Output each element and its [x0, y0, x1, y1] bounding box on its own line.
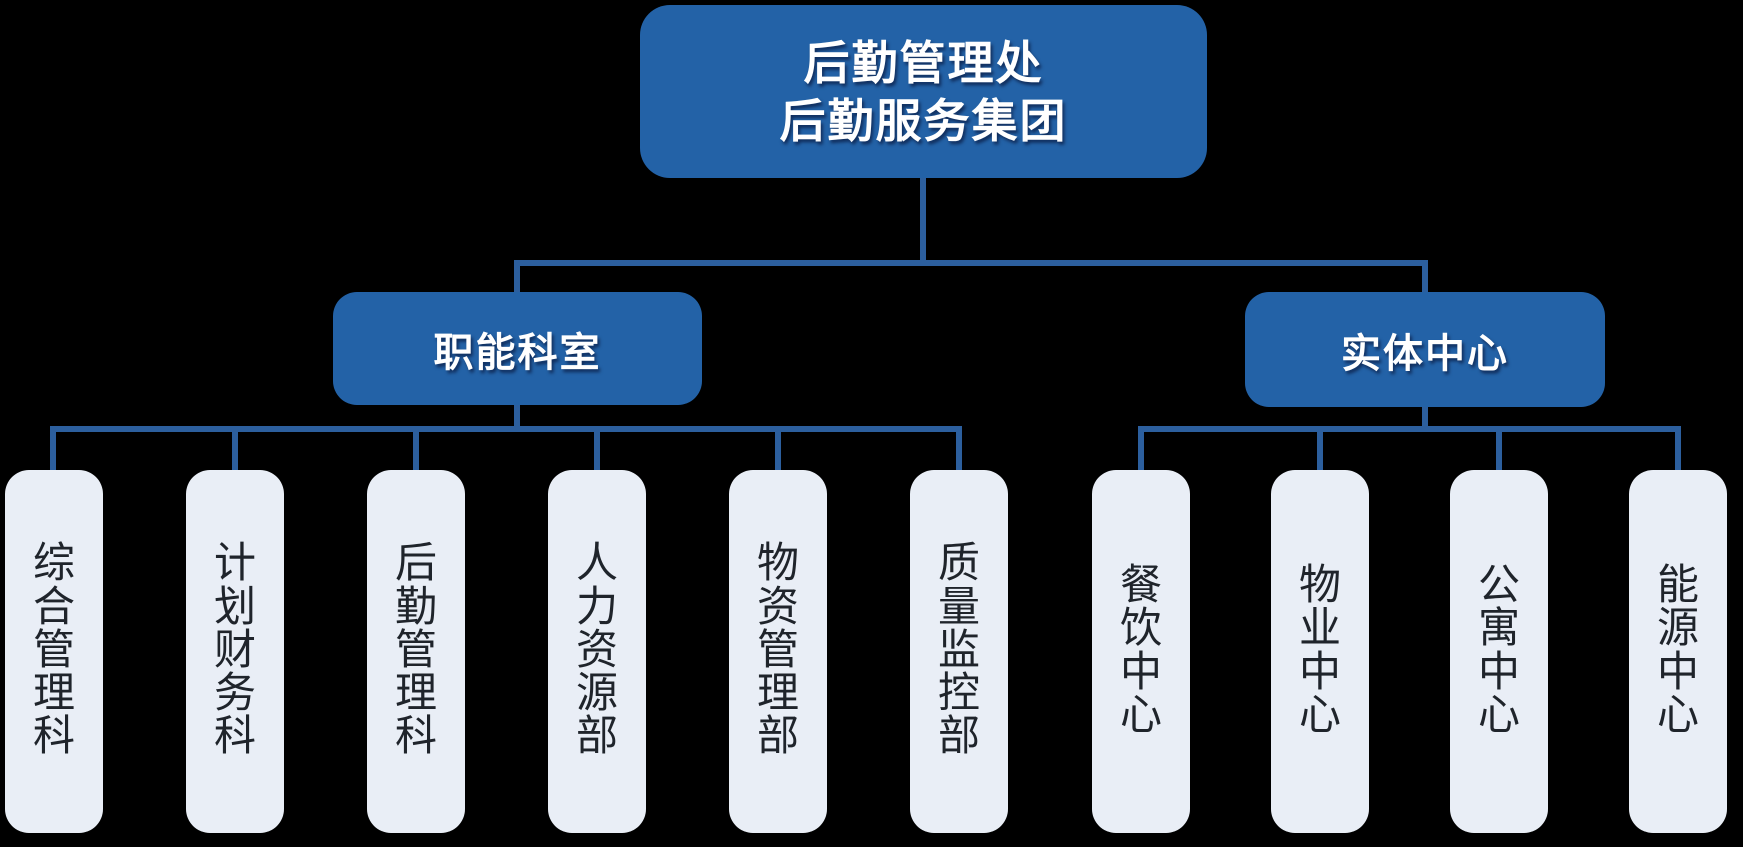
- child-node-planning-finance-office: 计划财务科: [186, 470, 284, 833]
- connector-main-horizontal: [514, 260, 1428, 266]
- child-node-energy-center: 能源中心: [1629, 470, 1727, 833]
- child-label: 后勤管理科: [395, 541, 438, 761]
- connector-entity-stem: [1422, 407, 1428, 432]
- connector-drop-functional: [514, 260, 520, 292]
- root-title-line1: 后勤管理处: [803, 36, 1044, 89]
- connector-drop-child: [956, 426, 962, 470]
- child-label: 质量监控部: [938, 541, 981, 761]
- connector-drop-child: [1317, 426, 1323, 470]
- connector-drop-child: [594, 426, 600, 470]
- connector-drop-child: [1138, 426, 1144, 470]
- connector-drop-child: [232, 426, 238, 470]
- branch-node-functional-offices: 职能科室: [333, 292, 702, 405]
- child-node-quality-monitoring-department: 质量监控部: [910, 470, 1008, 833]
- child-node-general-management-office: 综合管理科: [5, 470, 103, 833]
- child-node-property-center: 物业中心: [1271, 470, 1369, 833]
- child-node-materials-management-department: 物资管理部: [729, 470, 827, 833]
- child-label: 物资管理部: [757, 541, 800, 761]
- connector-entity-rake: [1138, 426, 1681, 432]
- branch-label: 职能科室: [433, 330, 602, 375]
- child-label: 能源中心: [1657, 563, 1700, 739]
- child-node-human-resources-department: 人力资源部: [548, 470, 646, 833]
- connector-drop-child: [50, 426, 56, 470]
- child-label: 综合管理科: [33, 541, 76, 761]
- root-node: 后勤管理处 后勤服务集团: [640, 5, 1207, 178]
- child-label: 公寓中心: [1478, 563, 1521, 739]
- child-label: 物业中心: [1299, 563, 1342, 739]
- child-label: 人力资源部: [576, 541, 619, 761]
- connector-drop-child: [1496, 426, 1502, 470]
- child-node-logistics-management-office: 后勤管理科: [367, 470, 465, 833]
- connector-root-stem: [920, 178, 926, 266]
- connector-functional-rake: [50, 426, 962, 432]
- child-label: 计划财务科: [214, 541, 257, 761]
- branch-node-entity-centers: 实体中心: [1245, 292, 1605, 407]
- child-node-catering-center: 餐饮中心: [1092, 470, 1190, 833]
- child-label: 餐饮中心: [1120, 563, 1163, 739]
- child-node-apartment-center: 公寓中心: [1450, 470, 1548, 833]
- branch-label: 实体中心: [1341, 331, 1509, 376]
- connector-drop-child: [413, 426, 419, 470]
- root-title-line2: 后勤服务集团: [779, 94, 1068, 147]
- connector-drop-entity: [1422, 260, 1428, 292]
- connector-drop-child: [1675, 426, 1681, 470]
- connector-functional-stem: [514, 405, 520, 432]
- connector-drop-child: [775, 426, 781, 470]
